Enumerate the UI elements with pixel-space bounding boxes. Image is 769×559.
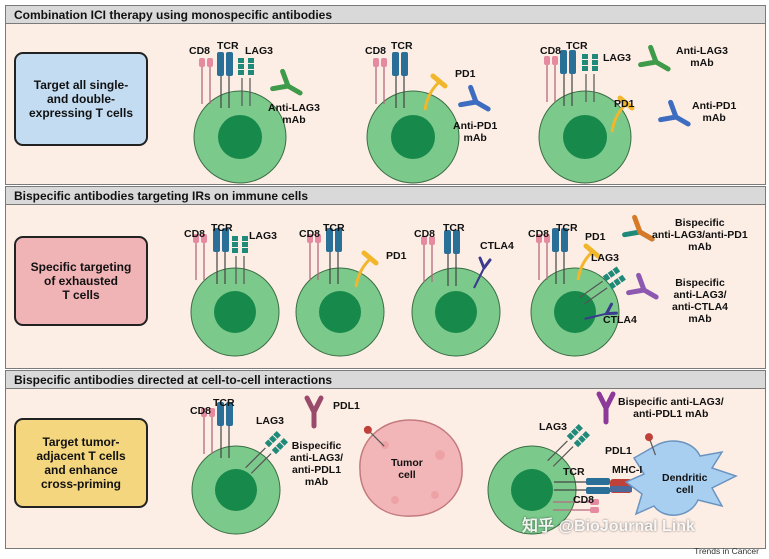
lag3-label: LAG3: [245, 45, 274, 57]
side-label-box: Target tumor- adjacent T cells and enhan…: [14, 418, 148, 508]
pd1-label: PD1: [614, 98, 635, 110]
pd1-label: PD1: [585, 231, 606, 243]
nucleus: [214, 291, 256, 333]
anti-lag3-antibody: [641, 47, 674, 77]
tcr-label: TCR: [217, 40, 239, 52]
credit: Trends in Cancer: [694, 546, 759, 556]
mhc-i-label: MHC-I: [612, 464, 643, 476]
anti-pd1-antibody: [661, 102, 694, 132]
bispecific-lag3-ctla4-label: Bispecific anti-LAG3/ anti-CTLA4 mAb: [672, 277, 728, 325]
cd8-label: CD8: [184, 228, 206, 240]
watermark: 知乎 @BioJournal Link: [522, 518, 695, 535]
panel-title: Combination ICI therapy using monospecif…: [6, 6, 765, 24]
cd8-label: CD8: [573, 494, 595, 506]
anti-lag3-label: Anti-LAG3 mAb: [268, 102, 320, 126]
nucleus: [319, 291, 361, 333]
nucleus: [554, 291, 596, 333]
cd8-label: CD8: [528, 228, 550, 240]
tumor-cell: [359, 419, 463, 517]
lag3-label: LAG3: [256, 415, 285, 427]
nucleus: [435, 291, 477, 333]
tcr-label: TCR: [323, 222, 345, 234]
bispecific-lag3-pd1-label: Bispecific anti-LAG3/anti-PD1 mAb: [652, 217, 748, 253]
cd8-label: CD8: [190, 405, 212, 417]
bispecific-lag3-pdl1-antibody: [304, 395, 324, 429]
lag3-label: LAG3: [539, 421, 568, 433]
nucleus: [215, 469, 257, 511]
cd8-label: CD8: [189, 45, 211, 57]
anti-pd1-antibody: [461, 87, 494, 117]
cd8-label: CD8: [540, 45, 562, 57]
bispecific-lag3-pdl1-label: Bispecific anti-LAG3/ anti-PDL1 mAb: [618, 396, 724, 420]
nucleus: [218, 115, 262, 159]
anti-lag3-label: Anti-LAG3 mAb: [676, 45, 728, 69]
tumor-cell-label: Tumor cell: [391, 457, 423, 481]
dendritic-cell: [624, 440, 738, 516]
anti-pd1-label: Anti-PD1 mAb: [692, 100, 737, 124]
lag3-label: LAG3: [603, 52, 632, 64]
pd1-label: PD1: [455, 68, 476, 80]
lag3-label: LAG3: [591, 252, 620, 264]
tcr-label: TCR: [391, 40, 413, 52]
pdl1-ligand: [644, 433, 657, 456]
tcr-label: TCR: [563, 466, 585, 478]
lag3-label: LAG3: [249, 230, 278, 242]
tcr-label: TCR: [443, 222, 465, 234]
side-label-box: Specific targeting of exhausted T cells: [14, 236, 148, 326]
cd8-receptor: [535, 233, 551, 281]
cd8-label: CD8: [414, 228, 436, 240]
pd1-label: PD1: [386, 250, 407, 262]
anti-pd1-label: Anti-PD1 mAb: [453, 120, 498, 144]
cd8-receptor: [198, 57, 214, 105]
tcr-label: TCR: [556, 222, 578, 234]
bispecific-lag3-pdl1-antibody: [596, 391, 616, 425]
cd8-label: CD8: [299, 228, 321, 240]
nucleus: [511, 469, 553, 511]
bispecific-lag3-ctla4-antibody: [626, 272, 659, 300]
ctla4-label: CTLA4: [480, 240, 514, 252]
tcr-label: TCR: [566, 40, 588, 52]
bispecific-lag3-pd1-antibody: [622, 214, 655, 242]
side-label-box: Target all single- and double- expressin…: [14, 52, 148, 146]
pdl1-label: PDL1: [333, 400, 360, 412]
cd8-receptor: [372, 57, 388, 105]
nucleus: [563, 115, 607, 159]
tcr-label: TCR: [213, 397, 235, 409]
ctla4-label: CTLA4: [603, 314, 637, 326]
bispecific-lag3-pdl1-label: Bispecific anti-LAG3/ anti-PDL1 mAb: [290, 440, 344, 488]
nucleus: [391, 115, 435, 159]
tcr-label: TCR: [211, 222, 233, 234]
cd8-receptor: [192, 233, 208, 281]
cd8-receptor: [543, 55, 559, 103]
panel-title: Bispecific antibodies targeting IRs on i…: [6, 187, 765, 205]
anti-lag3-antibody: [273, 71, 306, 101]
panel-title: Bispecific antibodies directed at cell-t…: [6, 371, 765, 389]
pdl1-ligand: [363, 425, 385, 447]
pdl1-label: PDL1: [605, 445, 632, 457]
cd8-label: CD8: [365, 45, 387, 57]
dendritic-cell-label: Dendritic cell: [662, 472, 708, 496]
